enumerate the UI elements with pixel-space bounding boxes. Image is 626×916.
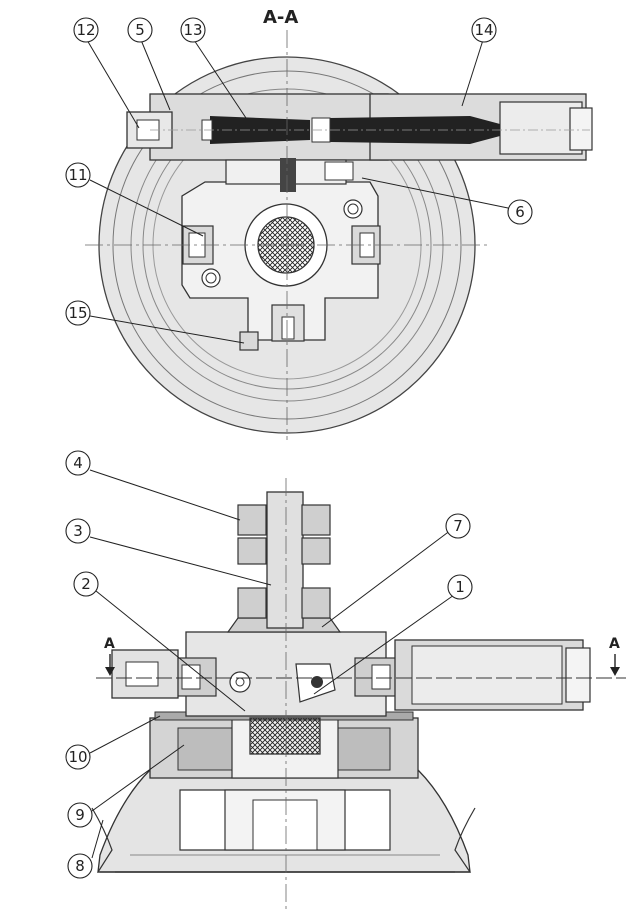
leader-lines	[86, 39, 509, 859]
filter-front	[249, 717, 321, 755]
front-section-view	[91, 478, 626, 912]
svg-text:5: 5	[135, 21, 145, 39]
svg-text:7: 7	[453, 517, 463, 535]
callout-5: 5	[127, 17, 153, 43]
section-title: A-A	[263, 7, 298, 28]
nut-upper-right	[301, 504, 331, 536]
svg-text:1: 1	[455, 578, 465, 596]
callout-10: 10	[65, 744, 91, 770]
svg-text:3: 3	[73, 522, 83, 540]
svg-text:15: 15	[68, 304, 87, 322]
svg-text:6: 6	[515, 203, 525, 221]
nut-upper-left	[237, 504, 267, 536]
shaft-3	[266, 491, 304, 629]
callout-1: 1	[447, 574, 473, 600]
svg-text:14: 14	[474, 21, 493, 39]
callout-4: 4	[65, 450, 91, 476]
callout-3: 3	[65, 518, 91, 544]
callout-8: 8	[67, 853, 93, 879]
svg-text:10: 10	[68, 748, 87, 766]
svg-text:9: 9	[75, 806, 85, 824]
valve-seat-6	[280, 158, 296, 192]
callout-13: 13	[180, 17, 206, 43]
section-marker-left: A	[104, 636, 115, 652]
svg-text:12: 12	[76, 21, 95, 39]
callout-9: 9	[67, 802, 93, 828]
callout-6: 6	[507, 199, 533, 225]
svg-text:4: 4	[73, 454, 83, 472]
callout-12: 12	[73, 17, 99, 43]
callout-11: 11	[65, 162, 91, 188]
callout-2: 2	[73, 571, 99, 597]
section-marker-right: A	[609, 636, 620, 652]
callout-14: 14	[471, 17, 497, 43]
plug-15	[239, 331, 259, 351]
svg-text:8: 8	[75, 857, 85, 875]
svg-text:13: 13	[183, 21, 202, 39]
callout-15: 15	[65, 300, 91, 326]
svg-text:2: 2	[81, 575, 91, 593]
section-view-top	[85, 30, 593, 440]
filter-element	[257, 216, 315, 274]
svg-text:11: 11	[68, 166, 87, 184]
callout-7: 7	[445, 513, 471, 539]
